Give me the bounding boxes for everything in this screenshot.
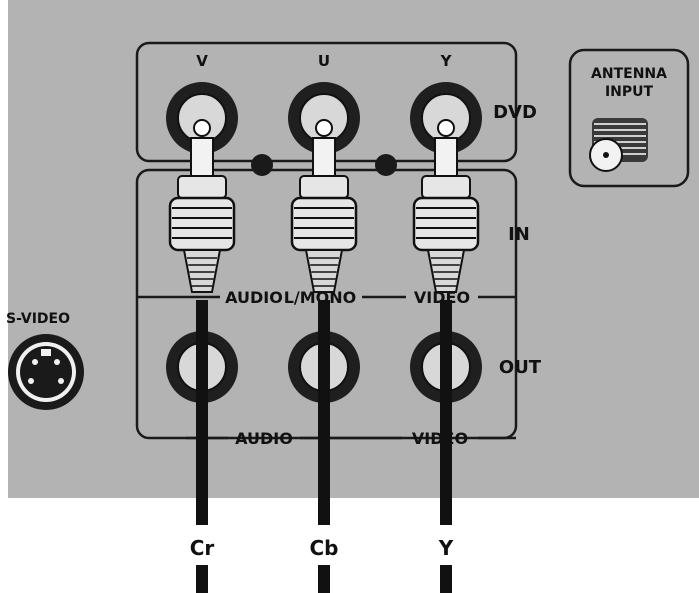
- mount-dot: [375, 154, 397, 176]
- dvd-u-label: U: [318, 52, 330, 70]
- cables: [168, 137, 480, 593]
- cable-label-cb: Cb: [310, 536, 339, 560]
- cable-label-cr: Cr: [190, 536, 215, 560]
- rca-plug-icon: [290, 137, 358, 293]
- cable-y: [412, 137, 480, 593]
- cable-wire: [196, 300, 208, 525]
- coax-connector-icon[interactable]: [589, 118, 648, 172]
- cable-wire: [440, 300, 452, 525]
- cable-cr: [168, 137, 236, 593]
- in-label: IN: [508, 224, 530, 245]
- dvd-group-label: DVD: [493, 102, 537, 123]
- mount-dot: [251, 154, 273, 176]
- cable-label-y: Y: [438, 536, 454, 560]
- dvd-v-label: V: [196, 52, 208, 70]
- in-audio-label: AUDIO: [225, 288, 283, 307]
- row-dividers: [137, 295, 516, 440]
- rca-plug-icon: [168, 137, 236, 293]
- cable-wire-end: [196, 565, 208, 593]
- svideo-port-icon[interactable]: [8, 334, 84, 410]
- svideo-label: S-VIDEO: [6, 311, 70, 327]
- out-label: OUT: [499, 357, 542, 378]
- out-video-label: VIDEO: [412, 429, 468, 448]
- in-lmono-label: L/MONO: [284, 288, 357, 307]
- cable-cb: [290, 137, 358, 593]
- antenna-label-line2: INPUT: [605, 84, 654, 100]
- in-video-label: VIDEO: [414, 288, 470, 307]
- dvd-jack-y[interactable]: [410, 82, 482, 154]
- rca-plug-icon: [412, 137, 480, 293]
- dvd-y-label: Y: [440, 52, 453, 70]
- cable-wire-end: [318, 565, 330, 593]
- antenna-box: [568, 48, 690, 188]
- cable-wire: [318, 300, 330, 525]
- cable-wire-end: [440, 565, 452, 593]
- dvd-jack-u[interactable]: [288, 82, 360, 154]
- antenna-label-line1: ANTENNA: [591, 66, 667, 82]
- out-audio-label: AUDIO: [235, 429, 293, 448]
